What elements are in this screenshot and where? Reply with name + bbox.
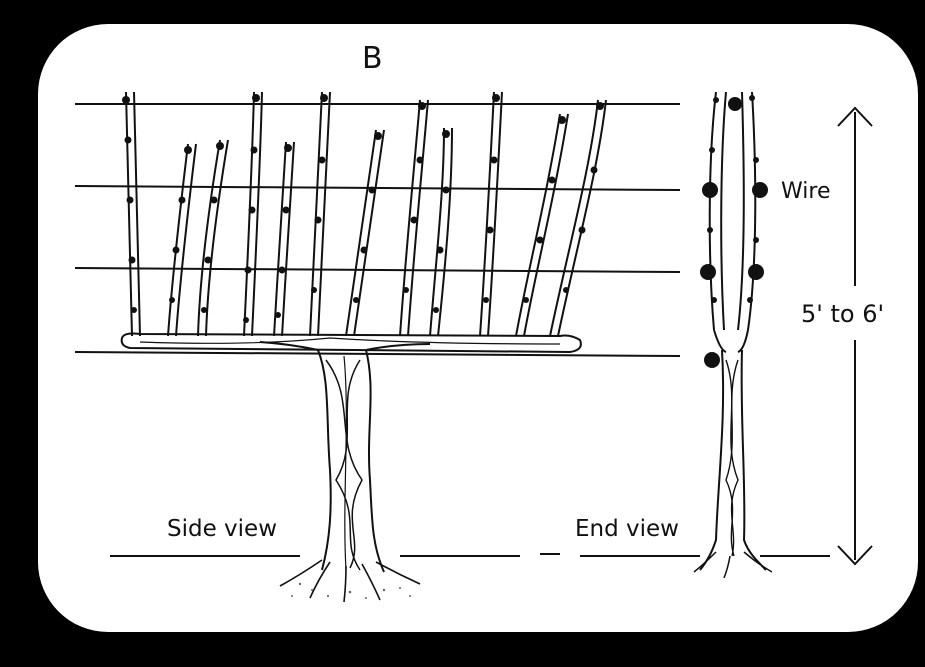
side-view-label: Side view (167, 516, 277, 542)
wire-dot-lower-right (748, 264, 764, 280)
end-view-label: End view (575, 516, 679, 542)
wire-dot-lower-left (700, 264, 716, 280)
wire-dot-upper-right (752, 182, 768, 198)
wire-dot-bottom (704, 352, 720, 368)
wire-label: Wire (781, 179, 830, 204)
wire-dot-upper-left (702, 182, 718, 198)
height-label: 5' to 6' (801, 300, 884, 328)
wire-dot-top (728, 97, 742, 111)
panel-label-b: B (362, 41, 383, 76)
